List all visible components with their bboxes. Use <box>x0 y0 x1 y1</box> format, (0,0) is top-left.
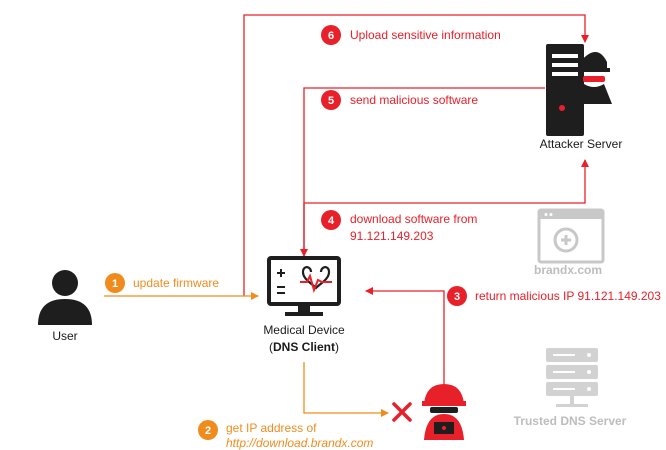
step-3-badge: 3 <box>447 286 467 306</box>
brandx-label: brandx.com <box>534 263 602 277</box>
flow-line-step-4 <box>303 159 589 256</box>
svg-text:5: 5 <box>328 95 334 107</box>
flow-line-step-3 <box>365 287 445 385</box>
trusted-dns-label: Trusted DNS Server <box>514 414 627 428</box>
dns-client-label: (DNS Client) <box>269 340 339 354</box>
svg-text:3: 3 <box>454 291 460 303</box>
step-1-badge: 1 <box>105 273 125 293</box>
user-icon <box>38 270 92 325</box>
red-x-icon <box>392 402 412 422</box>
web-page-icon <box>537 208 605 264</box>
flow-line-step-2 <box>303 362 389 417</box>
step-2-label-line2: http://download.brandx.com <box>226 436 373 450</box>
medical-device-label: Medical Device <box>263 323 345 337</box>
hacker-icon <box>422 384 466 440</box>
svg-text:1: 1 <box>112 278 118 290</box>
step-4-badge: 4 <box>321 210 341 230</box>
step-3-label: return malicious IP 91.121.149.203 <box>475 289 661 303</box>
svg-text:6: 6 <box>328 30 334 42</box>
svg-text:4: 4 <box>328 215 335 227</box>
step-6-label: Upload sensitive information <box>350 28 501 42</box>
step-4-label-line2: 91.121.149.203 <box>350 229 434 243</box>
step-1-label: update firmware <box>133 276 219 290</box>
step-4-label-line1: download software from <box>350 212 477 226</box>
step-2-badge: 2 <box>198 420 218 440</box>
step-6-badge: 6 <box>321 25 341 45</box>
attacker-server-label: Attacker Server <box>540 137 623 151</box>
step-2-label-line1: get IP address of <box>226 421 317 435</box>
dns-server-icon <box>546 348 598 407</box>
svg-text:2: 2 <box>205 425 211 437</box>
step-5-label: send malicious software <box>350 93 478 107</box>
flow-line-step-5 <box>300 87 545 257</box>
medical-monitor-icon <box>267 256 341 316</box>
attacker-server-icon <box>546 44 612 136</box>
flow-line-step-6 <box>243 14 589 296</box>
user-label: User <box>52 329 77 343</box>
step-5-badge: 5 <box>321 90 341 110</box>
